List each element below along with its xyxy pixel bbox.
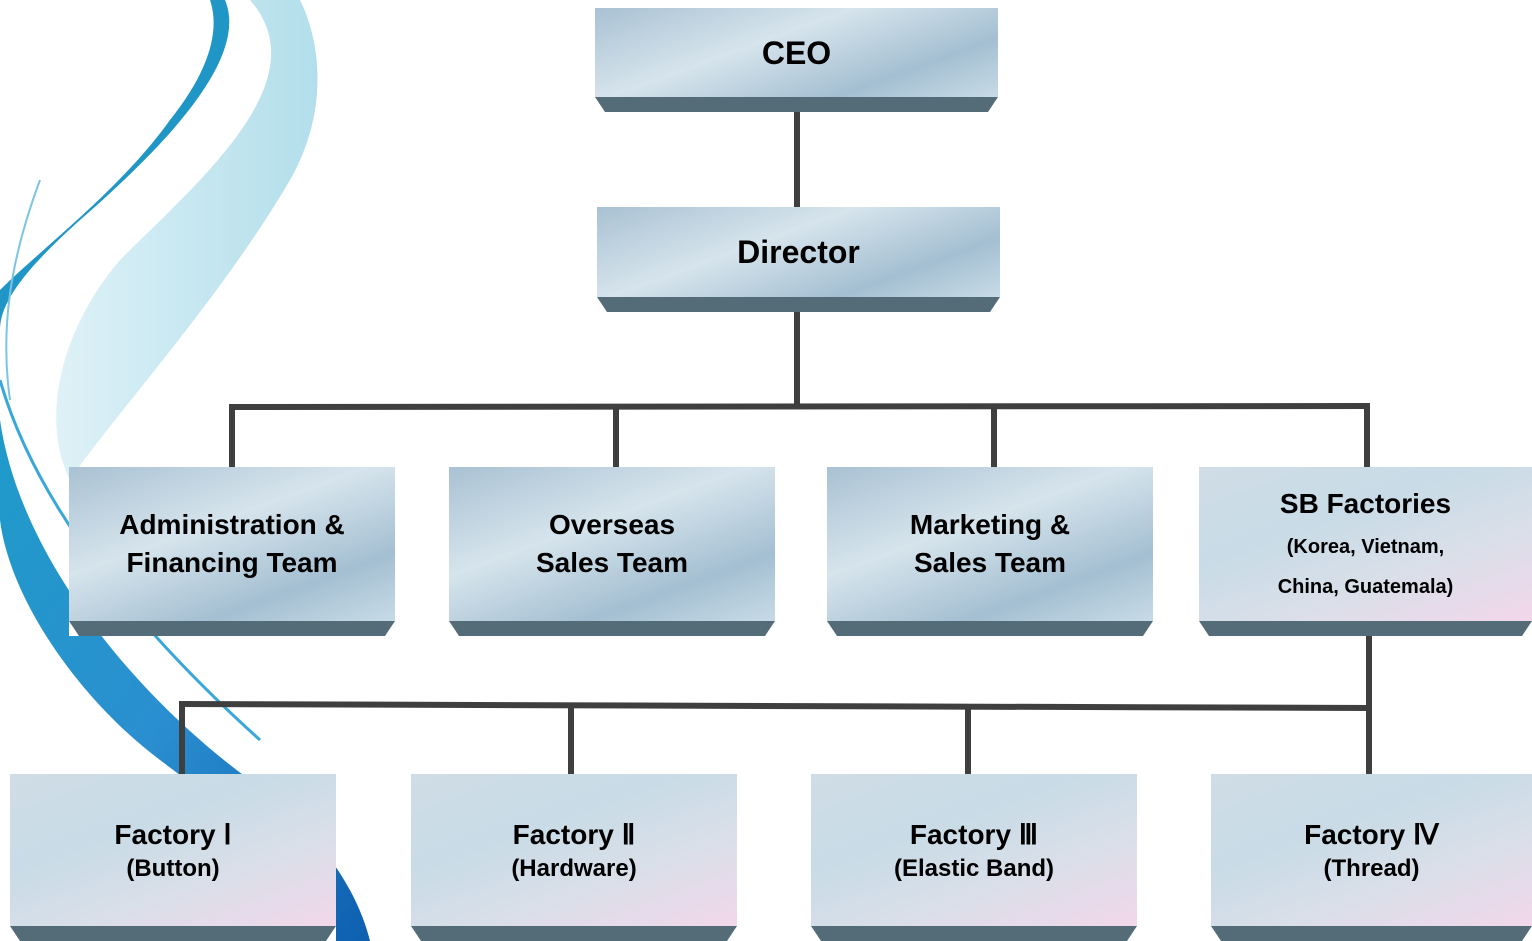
- overseas-sales-team-box: Overseas Sales Team: [449, 467, 775, 636]
- factory-4-box: Factory Ⅳ (Thread): [1211, 774, 1532, 941]
- admin-financing-line2: Financing Team: [126, 547, 338, 578]
- factory-bus-line: [178, 700, 1373, 712]
- factory-2-subtitle: (Hardware): [511, 855, 637, 882]
- factory-1-subtitle: (Button): [126, 855, 220, 882]
- marketing-sales-line1: Marketing &: [909, 509, 1071, 540]
- factory-3-title: Factory Ⅲ: [909, 819, 1039, 850]
- ceo-box-base: [595, 97, 998, 112]
- factory-2-title: Factory Ⅱ: [512, 819, 636, 850]
- factory-2-base: [411, 926, 737, 941]
- sb-factories-countries-line1: (Korea, Vietnam,: [1286, 536, 1445, 558]
- overseas-box-base: [449, 621, 775, 636]
- factory-1-box: Factory Ⅰ (Button): [10, 774, 336, 941]
- admin-financing-team-box: Administration & Financing Team: [69, 467, 395, 636]
- team-bus-line: [228, 402, 1371, 411]
- factory-4-base: [1211, 926, 1532, 941]
- factory-1-title: Factory Ⅰ: [114, 819, 232, 850]
- ceo-label: CEO: [761, 34, 832, 71]
- marketing-sales-line2: Sales Team: [913, 547, 1067, 578]
- ceo-box: CEO: [595, 8, 998, 112]
- swirl-light-band: [56, 0, 318, 480]
- admin-financing-line1: Administration &: [119, 509, 345, 540]
- director-label: Director: [737, 234, 860, 270]
- factory-3-base: [811, 926, 1137, 941]
- sb-factories-title: SB Factories: [1279, 488, 1452, 519]
- factory-1-base: [10, 926, 336, 941]
- director-box: Director: [597, 207, 1000, 312]
- sb-box-base: [1199, 621, 1532, 636]
- factory-2-box: Factory Ⅱ (Hardware): [411, 774, 737, 941]
- sb-factories-box: SB Factories (Korea, Vietnam, China, Gua…: [1199, 467, 1532, 636]
- swirl-thin-line-2: [5, 179, 41, 401]
- factory-3-subtitle: (Elastic Band): [893, 855, 1055, 882]
- factory-3-box: Factory Ⅲ (Elastic Band): [811, 774, 1137, 941]
- overseas-sales-line1: Overseas: [548, 509, 676, 540]
- marketing-sales-team-box: Marketing & Sales Team: [827, 467, 1153, 636]
- sb-factories-countries-line2: China, Guatemala): [1277, 576, 1454, 598]
- overseas-sales-line2: Sales Team: [535, 547, 689, 578]
- director-box-base: [597, 297, 1000, 312]
- admin-box-base: [69, 621, 395, 636]
- factory-4-subtitle: (Thread): [1323, 855, 1420, 882]
- factory-4-title: Factory Ⅳ: [1304, 819, 1439, 850]
- marketing-box-base: [827, 621, 1153, 636]
